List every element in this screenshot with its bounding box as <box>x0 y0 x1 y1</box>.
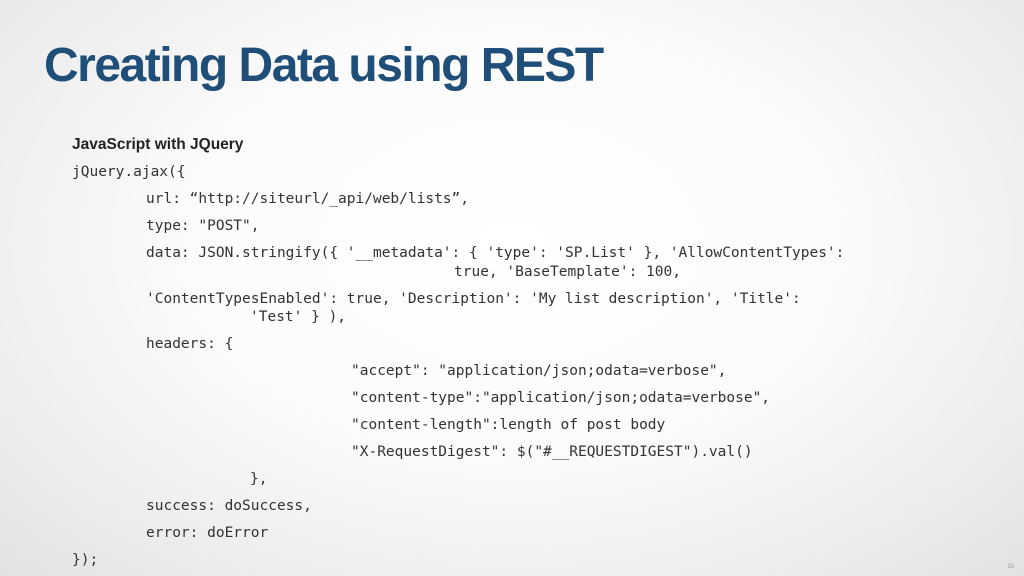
code-line-headers-open: headers: { <box>146 336 234 352</box>
code-line-accept: "accept": "application/json;odata=verbos… <box>351 363 727 379</box>
code-line-type: type: "POST", <box>146 218 260 234</box>
code-line-data-1: data: JSON.stringify({ '__metadata': { '… <box>146 245 845 261</box>
code-line-content-type: "content-type":"application/json;odata=v… <box>351 390 771 406</box>
code-line-ajax-open: jQuery.ajax({ <box>72 164 186 180</box>
page-number: 33 <box>1007 564 1014 570</box>
code-line-error: error: doError <box>146 525 269 541</box>
slide-title: Creating Data using REST <box>44 39 604 92</box>
code-language-heading: JavaScript with JQuery <box>72 136 244 153</box>
code-line-url: url: “http://siteurl/_api/web/lists”, <box>146 191 470 207</box>
code-line-close: }); <box>72 552 99 568</box>
code-line-success: success: doSuccess, <box>146 498 312 514</box>
code-line-headers-close: }, <box>250 471 268 487</box>
code-line-request-digest: "X-RequestDigest": $("#__REQUESTDIGEST")… <box>351 444 753 460</box>
code-line-content-length: "content-length":length of post body <box>351 417 666 433</box>
code-line-data-2: true, 'BaseTemplate': 100, <box>454 264 681 280</box>
code-line-data-3: 'ContentTypesEnabled': true, 'Descriptio… <box>146 291 801 307</box>
code-line-data-4: 'Test' } ), <box>250 309 347 325</box>
